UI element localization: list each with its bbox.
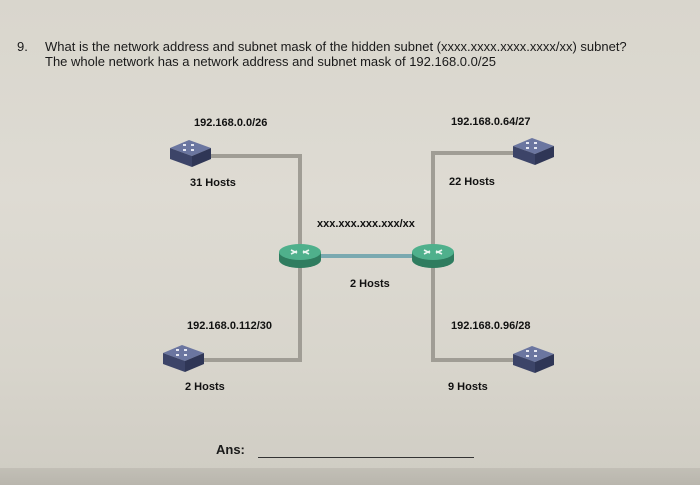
network-label-bottom-right: 192.168.0.96/28 bbox=[451, 320, 531, 332]
network-label-top-left: 192.168.0.0/26 bbox=[194, 117, 268, 129]
question-line-1: What is the network address and subnet m… bbox=[45, 39, 627, 54]
question-line-2: The whole network has a network address … bbox=[45, 54, 496, 69]
question-number: 9. bbox=[17, 39, 28, 54]
network-label-bottom-left: 192.168.0.112/30 bbox=[187, 320, 273, 332]
hosts-label-top-left: 31 Hosts bbox=[190, 177, 236, 189]
answer-label: Ans: bbox=[216, 442, 245, 457]
router-link-hosts-label: 2 Hosts bbox=[350, 278, 390, 290]
link-bottom-right bbox=[431, 262, 533, 362]
router-icon-left bbox=[279, 244, 321, 268]
hosts-label-top-right: 22 Hosts bbox=[449, 176, 495, 188]
switch-icon-bottom-left bbox=[163, 345, 204, 372]
paper-edge bbox=[0, 468, 700, 485]
link-top-right bbox=[431, 151, 533, 245]
hosts-label-bottom-right: 9 Hosts bbox=[448, 381, 488, 393]
answer-blank-line[interactable] bbox=[258, 457, 474, 458]
hidden-subnet-label: xxx.xxx.xxx.xxx/xx bbox=[317, 218, 415, 230]
link-bottom-left bbox=[193, 262, 302, 362]
router-icon-right bbox=[412, 244, 454, 268]
switch-icon-top-right bbox=[513, 138, 554, 165]
switch-icon-top-left bbox=[170, 140, 211, 167]
hosts-label-bottom-left: 2 Hosts bbox=[185, 381, 225, 393]
link-top-left bbox=[200, 154, 302, 245]
network-label-top-right: 192.168.0.64/27 bbox=[451, 116, 531, 128]
switch-icon-bottom-right bbox=[513, 346, 554, 373]
